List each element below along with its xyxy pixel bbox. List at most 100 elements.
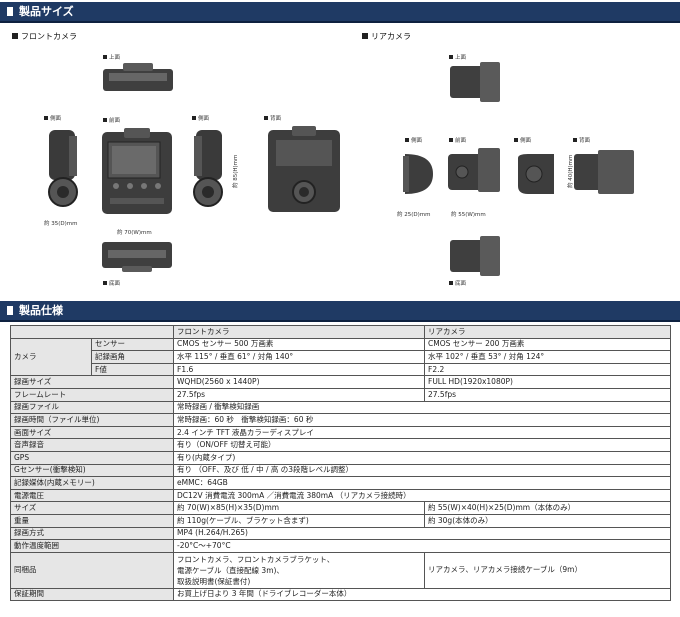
- table-row: 録画サイズ WQHD(2560 x 1440P) FULL HD(1920x10…: [10, 375, 671, 389]
- table-row: 音声録音 有り（ON/OFF 切替え可能）: [10, 438, 671, 452]
- warranty-value: お買上げ日より 3 年間（ドライブレコーダー本体）: [173, 587, 671, 602]
- front-height-dim: 約 85(H)mm: [233, 154, 239, 188]
- row-label-fnum: F値: [91, 362, 174, 377]
- row-label-recmode: 録画方式: [10, 526, 174, 541]
- front-camera-top-view: [103, 63, 173, 91]
- row-label-gsensor: Gセンサー(衝撃検知): [10, 463, 174, 478]
- table-row: Gセンサー(衝撃検知) 有り （OFF、及び 低 / 中 / 高 の3段階レベル…: [10, 463, 671, 478]
- accessories-front: フロントカメラ、フロントカメラブラケット、 電源ケーブル（直接配線 3m)、 取…: [173, 551, 425, 589]
- section-title-spec: 製品仕様: [19, 304, 63, 317]
- section-title-size: 製品サイズ: [19, 5, 74, 18]
- rear-depth-dim: 約 25(D)mm: [397, 212, 431, 218]
- front-camera-side2-view: [193, 130, 223, 207]
- front-camera-bottom-view: [102, 242, 172, 272]
- row-label-sensor: センサー: [91, 337, 174, 352]
- front-bottom-label: 底面: [103, 279, 120, 287]
- row-label-warranty: 保証期間: [10, 587, 174, 602]
- sensor-rear: CMOS センサー 200 万画素: [424, 337, 671, 352]
- rear-back-label: 背面: [573, 136, 590, 144]
- row-label-temp: 動作温度範囲: [10, 539, 174, 553]
- square-bullet-icon: [12, 33, 18, 39]
- table-row: フレームレート 27.5fps 27.5fps: [10, 387, 671, 402]
- row-label-recsize: 録画サイズ: [10, 375, 174, 389]
- table-row: 動作温度範囲 -20°C～+70°C: [10, 539, 671, 553]
- square-bullet-icon: [103, 118, 107, 122]
- front-camera-back-view: [268, 126, 340, 212]
- table-row: 保証期間 お買上げ日より 3 年間（ドライブレコーダー本体）: [10, 587, 671, 602]
- rear-front-label: 前面: [449, 136, 466, 144]
- table-row: カメラ センサー CMOS センサー 500 万画素 CMOS センサー 200…: [10, 337, 671, 377]
- square-bullet-icon: [449, 55, 453, 59]
- row-label-audio: 音声録音: [10, 438, 174, 452]
- row-label-camera: カメラ: [10, 337, 92, 377]
- size-front: 約 70(W)×85(H)×35(D)mm: [173, 501, 425, 515]
- head-front: フロントカメラ: [173, 325, 425, 339]
- gsensor-value: 有り （OFF、及び 低 / 中 / 高 の3段階レベル調整）: [173, 463, 671, 478]
- screen-value: 2.4 インチ TFT 液晶カラーディスプレイ: [173, 425, 671, 440]
- recmode-value: MP4 (H.264/H.265): [173, 526, 671, 541]
- front-side2-label: 側面: [192, 114, 209, 122]
- rear-top-label: 上面: [449, 53, 466, 61]
- angle-front: 水平 115° / 垂直 61° / 対角 140°: [173, 350, 425, 364]
- square-bullet-icon: [514, 138, 518, 142]
- recsize-rear: FULL HD(1920x1080P): [424, 375, 671, 389]
- rear-camera-back-view: [574, 150, 634, 194]
- square-bullet-icon: [103, 281, 107, 285]
- rear-camera-title: リアカメラ: [371, 32, 411, 41]
- section-header-size: 製品サイズ: [0, 2, 680, 23]
- square-bullet-icon: [44, 116, 48, 120]
- table-row: 記録画角 水平 115° / 垂直 61° / 対角 140° 水平 102° …: [11, 350, 671, 364]
- row-label-screen: 画面サイズ: [10, 425, 174, 440]
- head-rear: リアカメラ: [424, 325, 671, 339]
- rear-width-dim: 約 55(W)mm: [451, 212, 486, 218]
- front-top-label: 上面: [103, 53, 120, 61]
- recsize-front: WQHD(2560 x 1440P): [173, 375, 425, 389]
- rear-camera-side-view: [403, 154, 433, 194]
- media-value: eMMC：64GB: [173, 476, 671, 490]
- table-row: F値 F1.6 F2.2: [11, 362, 671, 377]
- sensor-front: CMOS センサー 500 万画素: [173, 337, 425, 352]
- row-label-recfile: 録画ファイル: [10, 400, 174, 415]
- power-value: DC12V 消費電流 300mA ／消費電流 380mA （リアカメラ接続時）: [173, 488, 671, 503]
- spec-table: フロントカメラ リアカメラ カメラ センサー CMOS センサー 500 万画素…: [10, 325, 671, 602]
- square-bullet-icon: [103, 55, 107, 59]
- table-row: 録画ファイル 常時録画 / 衝撃検知録画: [10, 400, 671, 415]
- front-width-dim: 約 70(W)mm: [117, 230, 152, 236]
- fnum-rear: F2.2: [424, 362, 671, 377]
- row-label-framerate: フレームレート: [10, 387, 174, 402]
- row-label-media: 記録媒体(内蔵メモリー): [10, 476, 174, 490]
- temp-value: -20°C～+70°C: [173, 539, 671, 553]
- row-label-power: 電源電圧: [10, 488, 174, 503]
- weight-front: 約 110g(ケーブル、ブラケット含まず): [173, 513, 425, 528]
- square-bullet-icon: [405, 138, 409, 142]
- rear-camera-bottom-view: [450, 236, 500, 276]
- weight-rear: 約 30g(本体のみ）: [424, 513, 671, 528]
- square-bullet-icon: [449, 138, 453, 142]
- square-bullet-icon: [449, 281, 453, 285]
- front-side-label: 側面: [44, 114, 61, 122]
- front-camera-side-view: [48, 130, 78, 207]
- square-bullet-icon: [264, 116, 268, 120]
- framerate-front: 27.5fps: [173, 387, 425, 402]
- table-row: フロントカメラ リアカメラ: [10, 325, 671, 339]
- rear-bottom-label: 底面: [449, 279, 466, 287]
- table-row: 録画時間（ファイル単位) 常時録画：60 秒 衝撃検知録画：60 秒: [10, 413, 671, 427]
- rear-camera-side2-view: [518, 154, 554, 194]
- row-label-rectime: 録画時間（ファイル単位): [10, 413, 174, 427]
- table-row: 画面サイズ 2.4 インチ TFT 液晶カラーディスプレイ: [10, 425, 671, 440]
- rear-camera-heading: リアカメラ: [362, 31, 411, 42]
- table-row: GPS 有り(内蔵タイプ): [10, 450, 671, 465]
- row-label-gps: GPS: [10, 450, 174, 465]
- rear-camera-top-view: [450, 62, 500, 102]
- row-label-weight: 重量: [10, 513, 174, 528]
- table-row: 電源電圧 DC12V 消費電流 300mA ／消費電流 380mA （リアカメラ…: [10, 488, 671, 503]
- framerate-rear: 27.5fps: [424, 387, 671, 402]
- rear-camera-front-view: [448, 148, 500, 192]
- table-row: 記録媒体(内蔵メモリー) eMMC：64GB: [10, 476, 671, 490]
- square-bullet-icon: [192, 116, 196, 120]
- recfile-value: 常時録画 / 衝撃検知録画: [173, 400, 671, 415]
- square-bullet-icon: [573, 138, 577, 142]
- angle-rear: 水平 102° / 垂直 53° / 対角 124°: [424, 350, 671, 364]
- front-camera-front-view: [102, 128, 172, 214]
- gps-value: 有り(内蔵タイプ): [173, 450, 671, 465]
